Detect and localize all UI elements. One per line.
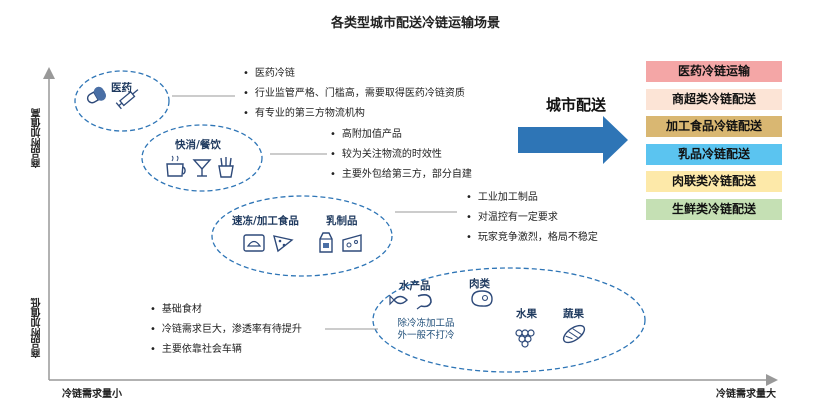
seafood-label: 水产品 xyxy=(399,280,431,292)
frozen-bullet-3: 玩家竞争激烈，格局不稳定 xyxy=(466,233,598,243)
frozen-bullet-2: 对温控有一定要求 xyxy=(466,213,558,223)
fresh-bullet-2: 冷链需求巨大，渗透率有待提升 xyxy=(150,325,302,335)
milk-carton-icon xyxy=(319,232,333,253)
category-box-fresh: 生鲜类冷链配送 xyxy=(646,199,782,220)
category-box-meat: 肉联类冷链配送 xyxy=(646,171,782,192)
medicine-label: 医药 xyxy=(111,82,132,94)
city-delivery-label: 城市配送 xyxy=(546,96,607,114)
dairy-label: 乳制品 xyxy=(326,215,358,227)
medicine-bullet-2: 行业监管严格、门槛高，需要取得医药冷链资质 xyxy=(243,89,465,99)
fish-icon xyxy=(389,294,408,306)
vegetable-label: 蔬果 xyxy=(563,308,584,320)
frozen-label: 速冻/加工食品 xyxy=(232,215,299,227)
fmcg-bullet-3: 主要外包给第三方，部分自建 xyxy=(330,170,472,180)
fmcg-bullet-1: 高附加值产品 xyxy=(330,130,402,140)
fresh-note-line2: 外一般不打冷 xyxy=(397,330,455,341)
steak-icon xyxy=(471,290,493,307)
medicine-bullet-1: 医药冷链 xyxy=(243,69,295,79)
frozen-dairy-ellipse xyxy=(211,195,393,277)
shrimp-icon xyxy=(416,294,432,310)
category-box-medicine: 医药冷链运输 xyxy=(646,61,782,82)
y-axis-low-label: 商品附加值低 xyxy=(32,298,43,358)
x-axis-low-label: 冷链需求量小 xyxy=(62,389,122,400)
category-box-supermarket: 商超类冷链配送 xyxy=(646,89,782,110)
frozen-bullet-1: 工业加工制品 xyxy=(466,193,538,203)
cheese-icon xyxy=(342,234,362,252)
fresh-note: 除冷冻加工品 外一般不打冷 xyxy=(389,318,463,342)
syringe-icon xyxy=(115,89,139,110)
fresh-bullet-3: 主要依靠社会车辆 xyxy=(150,345,242,355)
fresh-ellipse xyxy=(372,267,646,373)
cocktail-icon xyxy=(192,159,212,177)
fries-icon xyxy=(218,157,234,178)
y-axis-high-label: 商品附加值高 xyxy=(32,108,43,168)
coffee-cup-icon xyxy=(166,155,186,177)
x-axis-high-label: 冷链需求量大 xyxy=(716,389,776,400)
fmcg-label: 快消/餐饮 xyxy=(175,139,221,151)
fmcg-ellipse xyxy=(141,124,263,192)
fmcg-bullet-2: 较为关注物流的时效性 xyxy=(330,150,442,160)
fresh-bullet-1: 基础食材 xyxy=(150,305,202,315)
category-box-processed: 加工食品冷链配送 xyxy=(646,116,782,137)
dumpling-icon xyxy=(243,234,265,252)
fresh-note-line1: 除冷冻加工品 xyxy=(397,318,455,329)
grapes-icon xyxy=(515,329,535,348)
vegetable-icon xyxy=(562,324,586,344)
category-box-dairy: 乳品冷链配送 xyxy=(646,144,782,165)
city-delivery-arrow xyxy=(518,116,628,164)
medicine-ellipse xyxy=(74,70,170,132)
pill-icon xyxy=(86,86,107,104)
pizza-icon xyxy=(273,235,294,253)
fruit-label: 水果 xyxy=(516,308,537,320)
page-title: 各类型城市配送冷链运输场景 xyxy=(330,16,500,31)
medicine-bullet-3: 有专业的第三方物流机构 xyxy=(243,109,365,119)
meat-label: 肉类 xyxy=(469,278,490,290)
